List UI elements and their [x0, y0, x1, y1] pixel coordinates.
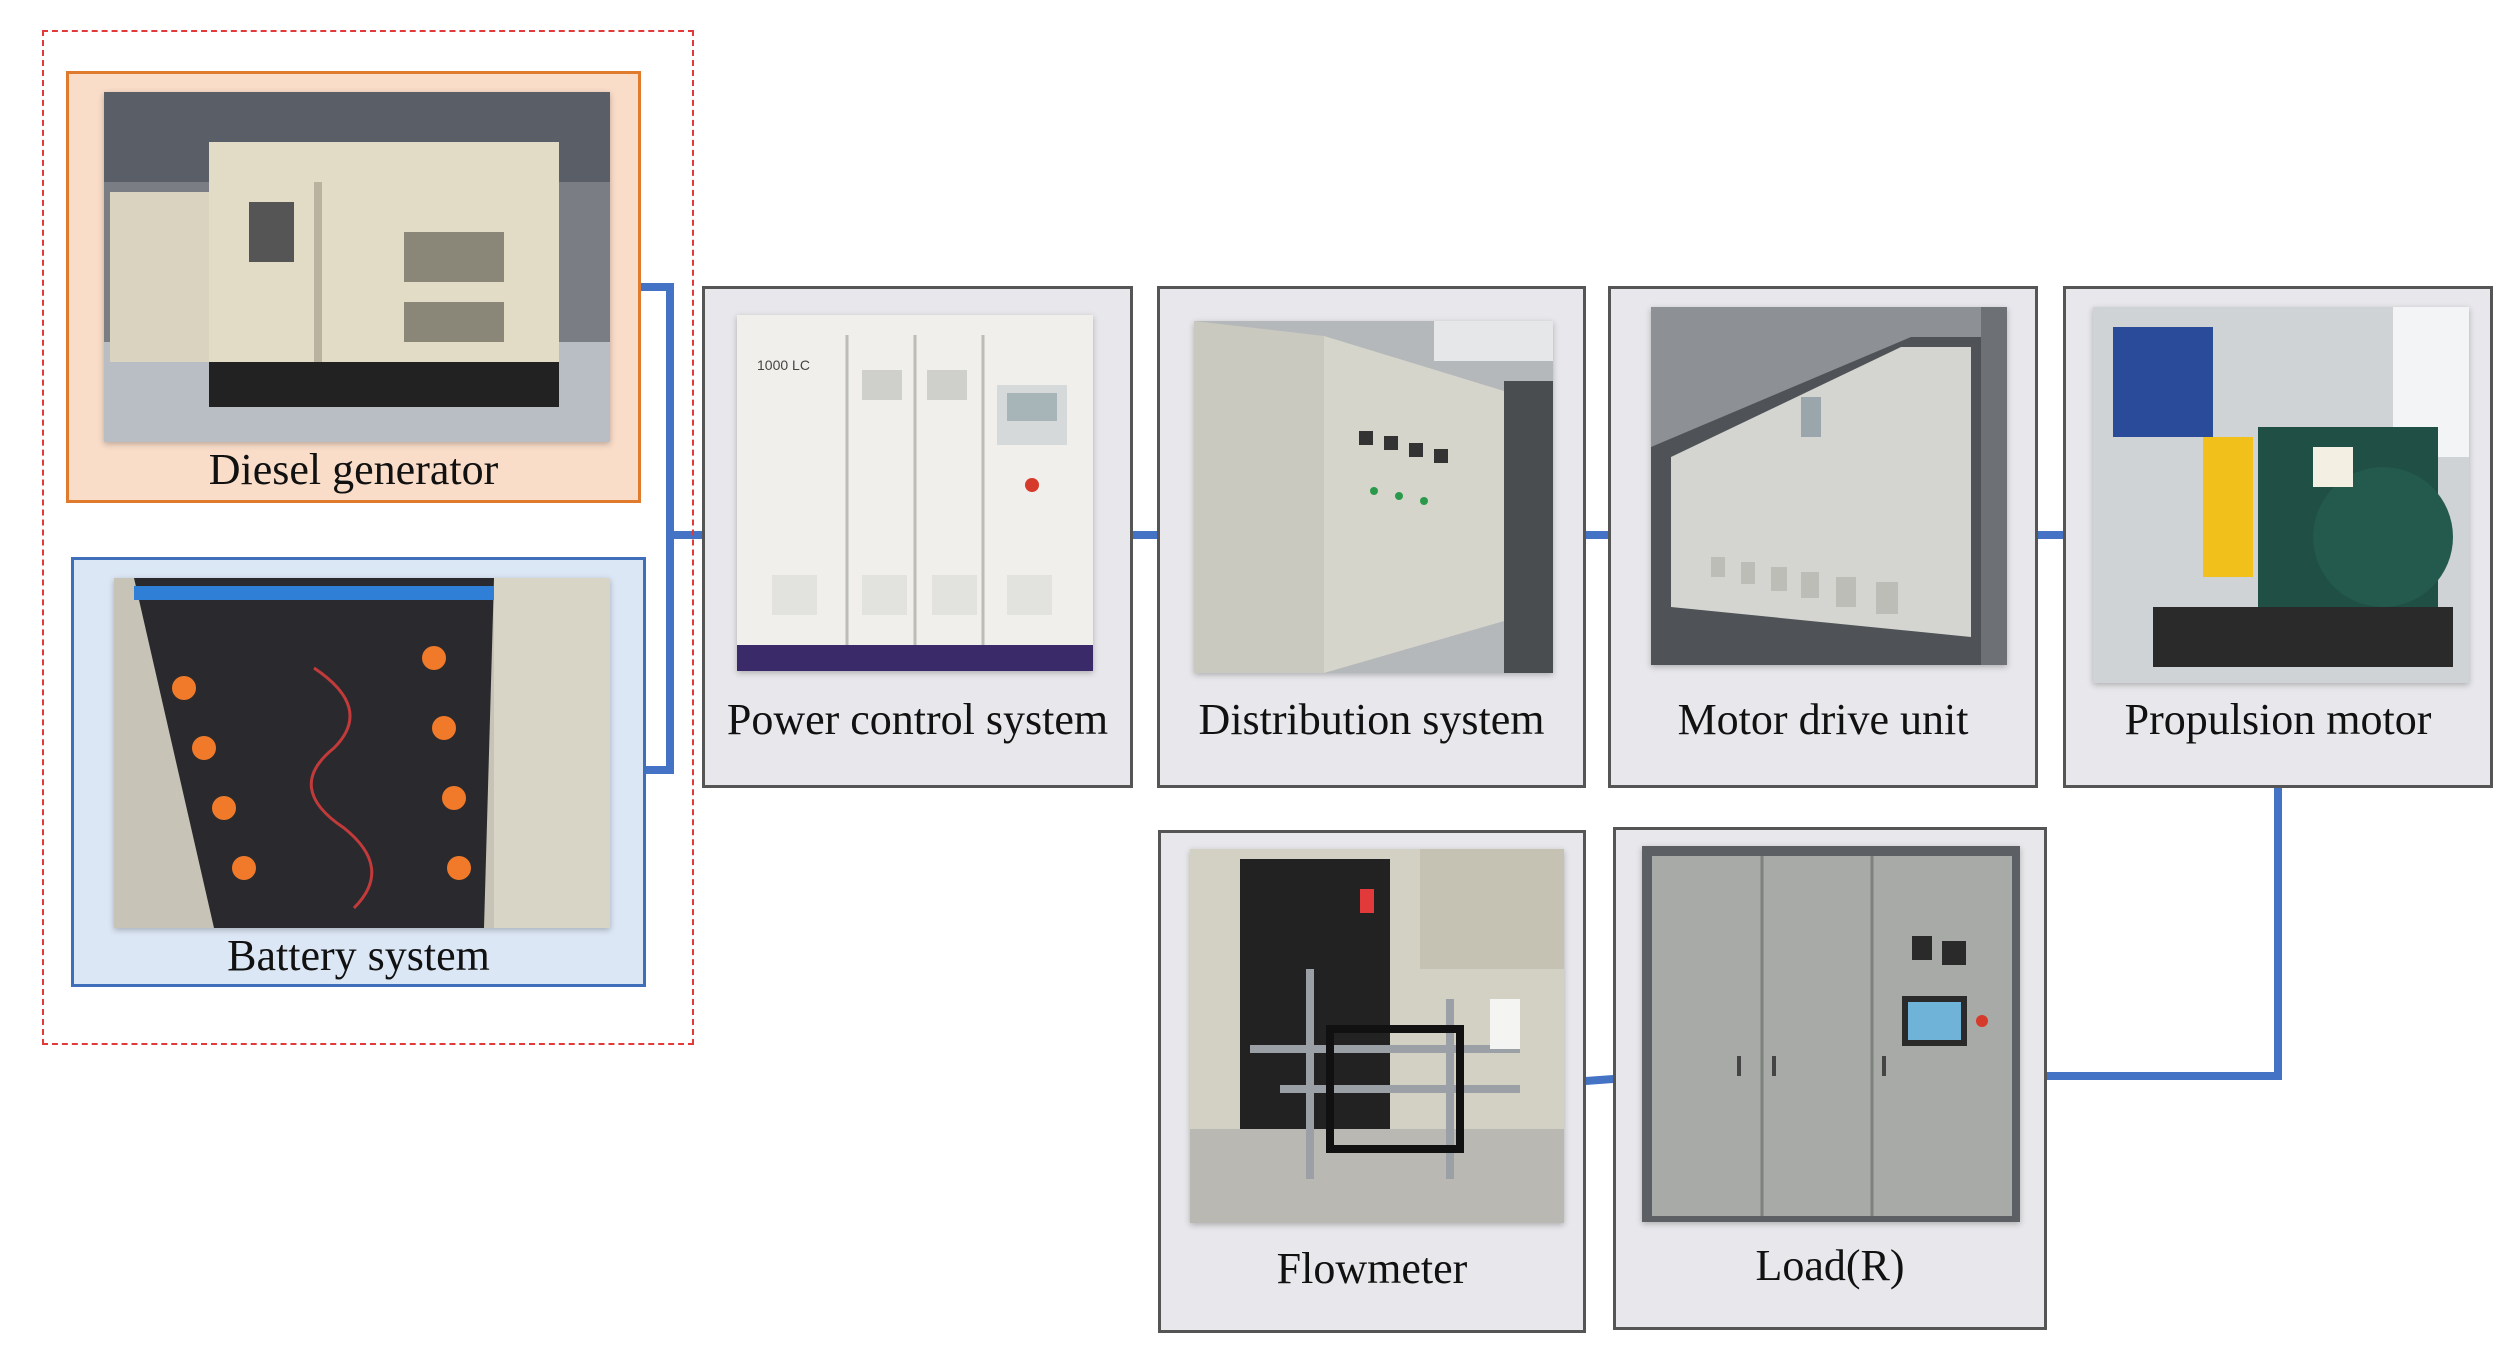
power-source-group — [42, 30, 694, 1045]
load-to-flowmeter-connector — [1581, 1074, 1618, 1086]
battery-system-label: Battery system — [227, 931, 490, 980]
motor-drive-unit-box: Motor drive unit — [1608, 286, 2038, 788]
battery-system-photo — [114, 578, 610, 928]
flowmeter-photo — [1190, 849, 1564, 1223]
diesel-generator-label: Diesel generator — [208, 445, 499, 494]
motor-drive-unit-photo — [1651, 307, 2007, 665]
propulsion-motor-photo — [2093, 307, 2469, 683]
diesel-generator-photo — [104, 92, 610, 442]
flowmeter-box: Flowmeter — [1158, 830, 1586, 1333]
pcs-panel-text: 1000 LC — [757, 357, 810, 373]
power-control-system-photo: 1000 LC — [737, 315, 1093, 671]
power-control-system-box: 1000 LC Power control system — [702, 286, 1133, 788]
motor-to-load-connector — [2043, 783, 2282, 1080]
power-control-system-label: Power control system — [726, 695, 1109, 744]
load-label: Load(R) — [1755, 1241, 1905, 1290]
diesel-generator-box: Diesel generator — [66, 71, 641, 503]
distribution-system-label: Distribution system — [1198, 695, 1545, 744]
load-box: Load(R) — [1613, 827, 2047, 1330]
flowmeter-label: Flowmeter — [1276, 1244, 1468, 1293]
distribution-system-box: Distribution system — [1157, 286, 1586, 788]
distribution-system-photo — [1194, 321, 1553, 673]
battery-system-box: Battery system — [71, 557, 646, 987]
propulsion-motor-box: Propulsion motor — [2063, 286, 2493, 788]
load-photo — [1642, 846, 2020, 1222]
propulsion-motor-label: Propulsion motor — [2124, 695, 2432, 744]
motor-drive-unit-label: Motor drive unit — [1677, 695, 1969, 744]
